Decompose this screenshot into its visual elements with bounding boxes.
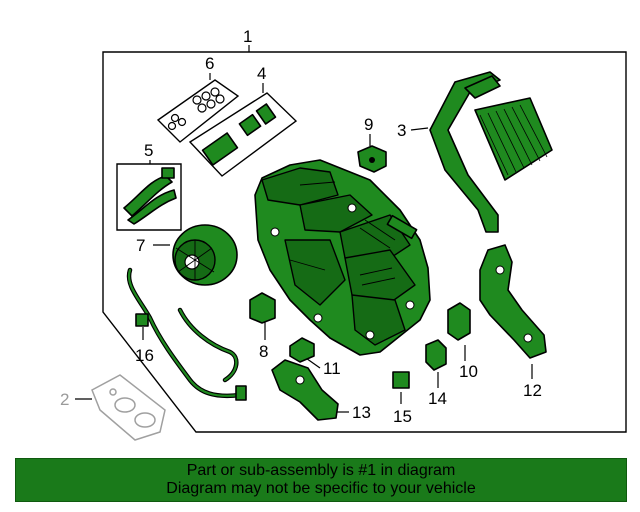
actuator-14 — [425, 339, 447, 371]
parts-diagram: 1 6 4 3 9 5 7 16 8 11 10 14 12 13 15 2 — [60, 27, 627, 441]
callout-11: 11 — [323, 359, 341, 378]
actuator-9 — [357, 145, 387, 173]
callout-6: 6 — [205, 54, 214, 73]
footer-banner: Part or sub-assembly is #1 in diagram Di… — [15, 458, 627, 502]
duct-12 — [479, 244, 547, 359]
actuator-10 — [447, 302, 471, 341]
callout-13: 13 — [352, 403, 371, 422]
wiring-harness — [126, 267, 247, 401]
callout-15: 15 — [393, 407, 412, 426]
pipe-assembly-box — [116, 163, 182, 231]
callout-2: 2 — [60, 390, 69, 409]
footer-line-1: Part or sub-assembly is #1 in diagram — [186, 462, 456, 479]
hvac-housing — [254, 159, 431, 356]
callout-10: 10 — [459, 362, 478, 381]
callout-5: 5 — [144, 141, 153, 160]
callout-12: 12 — [523, 381, 542, 400]
callout-1: 1 — [243, 27, 252, 46]
expansion-valve-box — [188, 92, 298, 177]
callout-3: 3 — [397, 121, 406, 140]
footer-line-2: Diagram may not be specific to your vehi… — [166, 480, 476, 497]
heater-core — [429, 71, 553, 233]
sensor-8 — [249, 292, 276, 324]
actuator-11 — [289, 337, 315, 363]
clip-15 — [392, 371, 410, 389]
callout-8: 8 — [259, 342, 268, 361]
bracket-13 — [271, 359, 339, 421]
callout-14: 14 — [428, 389, 447, 408]
callout-7: 7 — [136, 236, 145, 255]
blower-motor — [172, 224, 238, 286]
callout-16: 16 — [135, 346, 154, 365]
ghost-part-2 — [91, 374, 166, 441]
seal-kit-box — [156, 79, 240, 143]
callout-4: 4 — [257, 64, 266, 83]
callout-9: 9 — [364, 115, 373, 134]
